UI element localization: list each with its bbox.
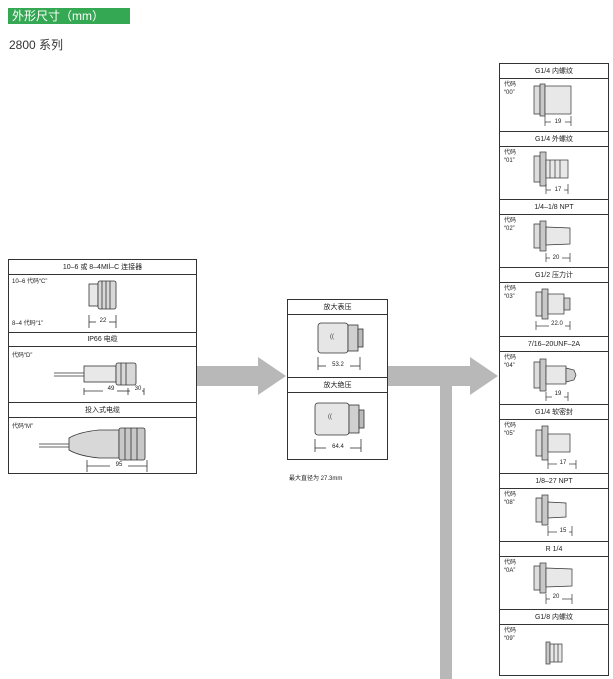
fitting-title: 1/4–1/8 NPT [534,204,574,211]
connector-title: 10–6 或 8–4MIl–C 连接器 [62,264,143,271]
series-label: 2800 系列 [9,38,64,52]
divider [500,267,608,268]
fitting-code: “08” [504,500,515,506]
fitting-code: “01” [504,158,515,164]
divider [9,346,196,347]
code-d-label: 代码“D” [12,353,33,359]
fitting-title: 7/16–20UNF–2A [527,341,581,348]
code-label: 代码 [504,82,517,88]
fitting-code: “02” [504,226,515,232]
divider [9,402,196,403]
fitting-code: “04” [504,363,515,369]
code-label: 代码 [504,218,517,224]
fitting-dim: 15 [559,528,567,534]
code-label: 代码 [504,355,517,361]
code-label: 代码 [504,628,517,634]
process-connection-panel: G1/4 内螺纹 代码 “00” 19 G1/4 外螺纹 代码 “01” 17 … [499,63,609,676]
gauge-title: 放大表压 [323,304,352,311]
absolute-title: 放大绝压 [323,382,352,389]
divider [9,417,196,418]
fitting-dim: 19 [554,391,562,397]
divider [500,78,608,79]
fitting-title: R 1/4 [545,546,563,553]
svg-text:((: (( [328,414,332,420]
max-diameter-note: 最大直径为 27.3mm [289,476,343,482]
page-title: 外形尺寸（mm） [8,8,130,24]
submersible-dim: 95 [115,462,123,468]
code-label: 代码 [504,423,517,429]
cable-dim-b: 30 [134,386,142,392]
absolute-dim: 64.4 [332,444,344,450]
housing-panel: 放大表压 53.2 放大绝压 64.4 (( (( [287,299,388,460]
arrow-right-icon [388,357,498,395]
divider [500,541,608,542]
divider [500,556,608,557]
fitting-dim: 19 [554,119,562,125]
divider [500,214,608,215]
cable-title: IP66 电缆 [87,336,118,343]
fitting-title: 1/8–27 NPT [535,478,573,485]
fitting-drawings [533,83,577,665]
fitting-title: G1/8 内螺纹 [534,614,574,621]
code-label: 代码 [504,286,517,292]
divider [500,404,608,405]
cable-dim-a: 49 [107,386,115,392]
fitting-code: “00” [504,90,515,96]
divider [9,332,196,333]
left-panel-drawings [39,280,148,472]
fitting-dim: 20 [552,255,560,261]
code-1-label: 8–4 代码“1” [12,321,44,327]
divider [500,199,608,200]
divider [500,609,608,610]
fitting-code: “09” [504,636,515,642]
divider [500,351,608,352]
divider [500,419,608,420]
divider [288,377,387,378]
divider [288,392,387,393]
fitting-title: G1/4 外螺纹 [534,136,574,143]
divider [500,282,608,283]
fitting-code: “05” [504,431,515,437]
fitting-dim: 17 [559,460,567,466]
fitting-dim: 22.0 [551,321,563,327]
fitting-dim: 20 [552,594,560,600]
divider [500,624,608,625]
gauge-dim: 53.2 [332,362,344,368]
divider [288,314,387,315]
code-label: 代码 [504,150,517,156]
divider [500,131,608,132]
code-m-label: 代码“M” [12,424,33,430]
submersible-title: 投入式电缆 [85,407,120,414]
fitting-code: “0A” [504,568,516,574]
connector-bar [440,366,452,679]
svg-text:((: (( [330,334,334,340]
housing-drawings: (( (( [314,322,365,452]
electrical-connection-panel: 10–6 或 8–4MIl–C 连接器 10–6 代码“C” 8–4 代码“1”… [8,259,197,474]
divider [9,274,196,275]
divider [500,336,608,337]
divider [500,488,608,489]
fitting-title: G1/2 压力计 [534,272,574,279]
fitting-title: G1/4 内螺纹 [534,68,574,75]
code-label: 代码 [504,560,517,566]
divider [500,146,608,147]
divider [500,473,608,474]
connector-dim: 22 [99,318,107,324]
code-label: 代码 [504,492,517,498]
fitting-dim: 17 [554,187,562,193]
fitting-title: G1/4 软密封 [534,409,574,416]
code-c-label: 10–6 代码“C” [12,279,48,285]
arrow-right-icon [197,357,286,395]
fitting-code: “03” [504,294,515,300]
